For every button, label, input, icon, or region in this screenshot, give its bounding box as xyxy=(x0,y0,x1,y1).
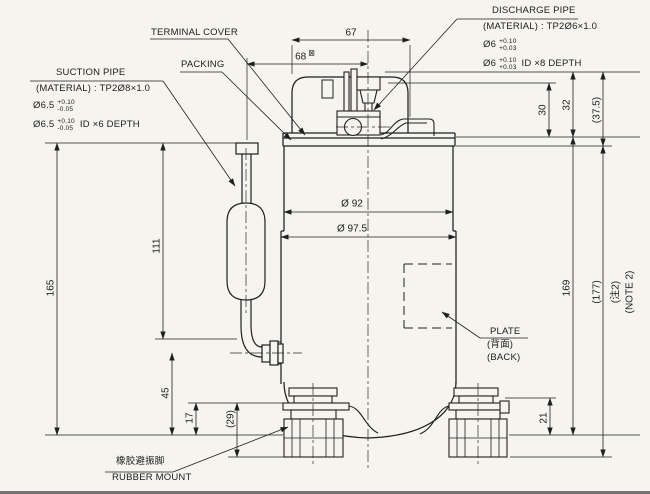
dim-111: 111 xyxy=(151,238,163,254)
discharge-dia2-tolerance: +0.10 +0.03 xyxy=(499,57,517,71)
label-suction-pipe-material: (MATERIAL) : TP2Ø8×1.0 xyxy=(36,83,151,94)
suction-dia2-tolerance: +0.10 -0.05 xyxy=(57,118,75,132)
dim-17: 17 xyxy=(184,412,196,424)
suction-elbow xyxy=(240,316,263,358)
extension-lines xyxy=(45,45,640,458)
label-discharge-pipe-dia2: Ø6 +0.10 +0.03 ID ×8 DEPTH xyxy=(483,57,582,72)
suction-dia2-suffix: ID ×6 DEPTH xyxy=(79,119,140,131)
discharge-pipe-fitting xyxy=(356,76,381,91)
dim-note2-cn: (注2) xyxy=(610,280,622,304)
terminal-cover-dome xyxy=(291,76,409,133)
rubber-mounts xyxy=(282,387,510,458)
dim-68-value: 68 xyxy=(295,51,307,63)
dim-37-5: (37.5) xyxy=(591,96,603,124)
scan-edge-strip xyxy=(0,491,650,494)
suction-pipe-cap xyxy=(235,142,259,155)
mounting-bracket xyxy=(380,118,435,140)
dimension-lines xyxy=(54,37,606,458)
label-terminal-cover: TERMINAL COVER xyxy=(151,27,238,38)
dim-45: 45 xyxy=(160,387,172,399)
dim-165: 165 xyxy=(45,279,57,297)
label-suction-pipe-dia2: Ø6.5 +0.10 -0.05 ID ×6 DEPTH xyxy=(33,118,140,133)
suction-dia1-value: Ø6.5 xyxy=(33,100,55,112)
discharge-dia2-value: Ø6 xyxy=(483,58,497,70)
discharge-dia1-value: Ø6 xyxy=(483,39,497,51)
discharge-dia1-tolerance: +0.10 +0.03 xyxy=(499,38,517,52)
label-plate-title: PLATE xyxy=(490,326,521,337)
label-suction-pipe-dia1: Ø6.5 +0.10 -0.05 xyxy=(33,99,75,114)
centerlines xyxy=(230,30,479,470)
label-plate-back-cn: (背面) xyxy=(487,339,514,350)
label-packing: PACKING xyxy=(181,59,225,70)
dim-32: 32 xyxy=(561,99,573,111)
label-rubber-mount-cn: 橡胶避振脚 xyxy=(116,456,165,467)
terminal-assembly xyxy=(336,68,435,140)
discharge-dia2-suffix: ID ×8 DEPTH xyxy=(521,58,582,70)
label-discharge-pipe-title: DISCHARGE PIPE xyxy=(492,5,576,16)
dim-30: 30 xyxy=(537,104,549,116)
rubber-mount-left xyxy=(282,387,350,458)
dim-note2-en: (NOTE 2) xyxy=(624,270,636,314)
rubber-mount-right xyxy=(448,387,510,458)
label-discharge-pipe-dia1: Ø6 +0.10 +0.03 xyxy=(483,38,517,53)
label-discharge-pipe-material: (MATERIAL) : TP2Ø6×1.0 xyxy=(483,21,598,32)
dim-dia-97-5: Ø 97.5 xyxy=(336,223,368,235)
leader-lines xyxy=(30,18,578,473)
suction-accumulator xyxy=(226,142,284,366)
boxed-symbol-icon: ⊠ xyxy=(308,48,315,58)
dim-177: (177) xyxy=(591,280,603,304)
label-rubber-mount-en: RUBBER MOUNT xyxy=(112,472,192,483)
suction-dia1-tolerance: +0.10 -0.05 xyxy=(57,99,75,113)
plate-dashed-outline xyxy=(403,263,452,329)
label-plate-back-en: (BACK) xyxy=(487,352,521,363)
dim-21: 21 xyxy=(538,412,550,424)
label-suction-pipe-title: SUCTION PIPE xyxy=(56,67,126,78)
dim-68: 68⊠ xyxy=(295,48,315,63)
dim-dia-92: Ø 92 xyxy=(341,198,363,210)
suction-dia2-value: Ø6.5 xyxy=(33,119,55,131)
dim-67: 67 xyxy=(345,27,357,39)
dim-29: (29) xyxy=(225,410,237,428)
dim-169: 169 xyxy=(561,279,573,297)
